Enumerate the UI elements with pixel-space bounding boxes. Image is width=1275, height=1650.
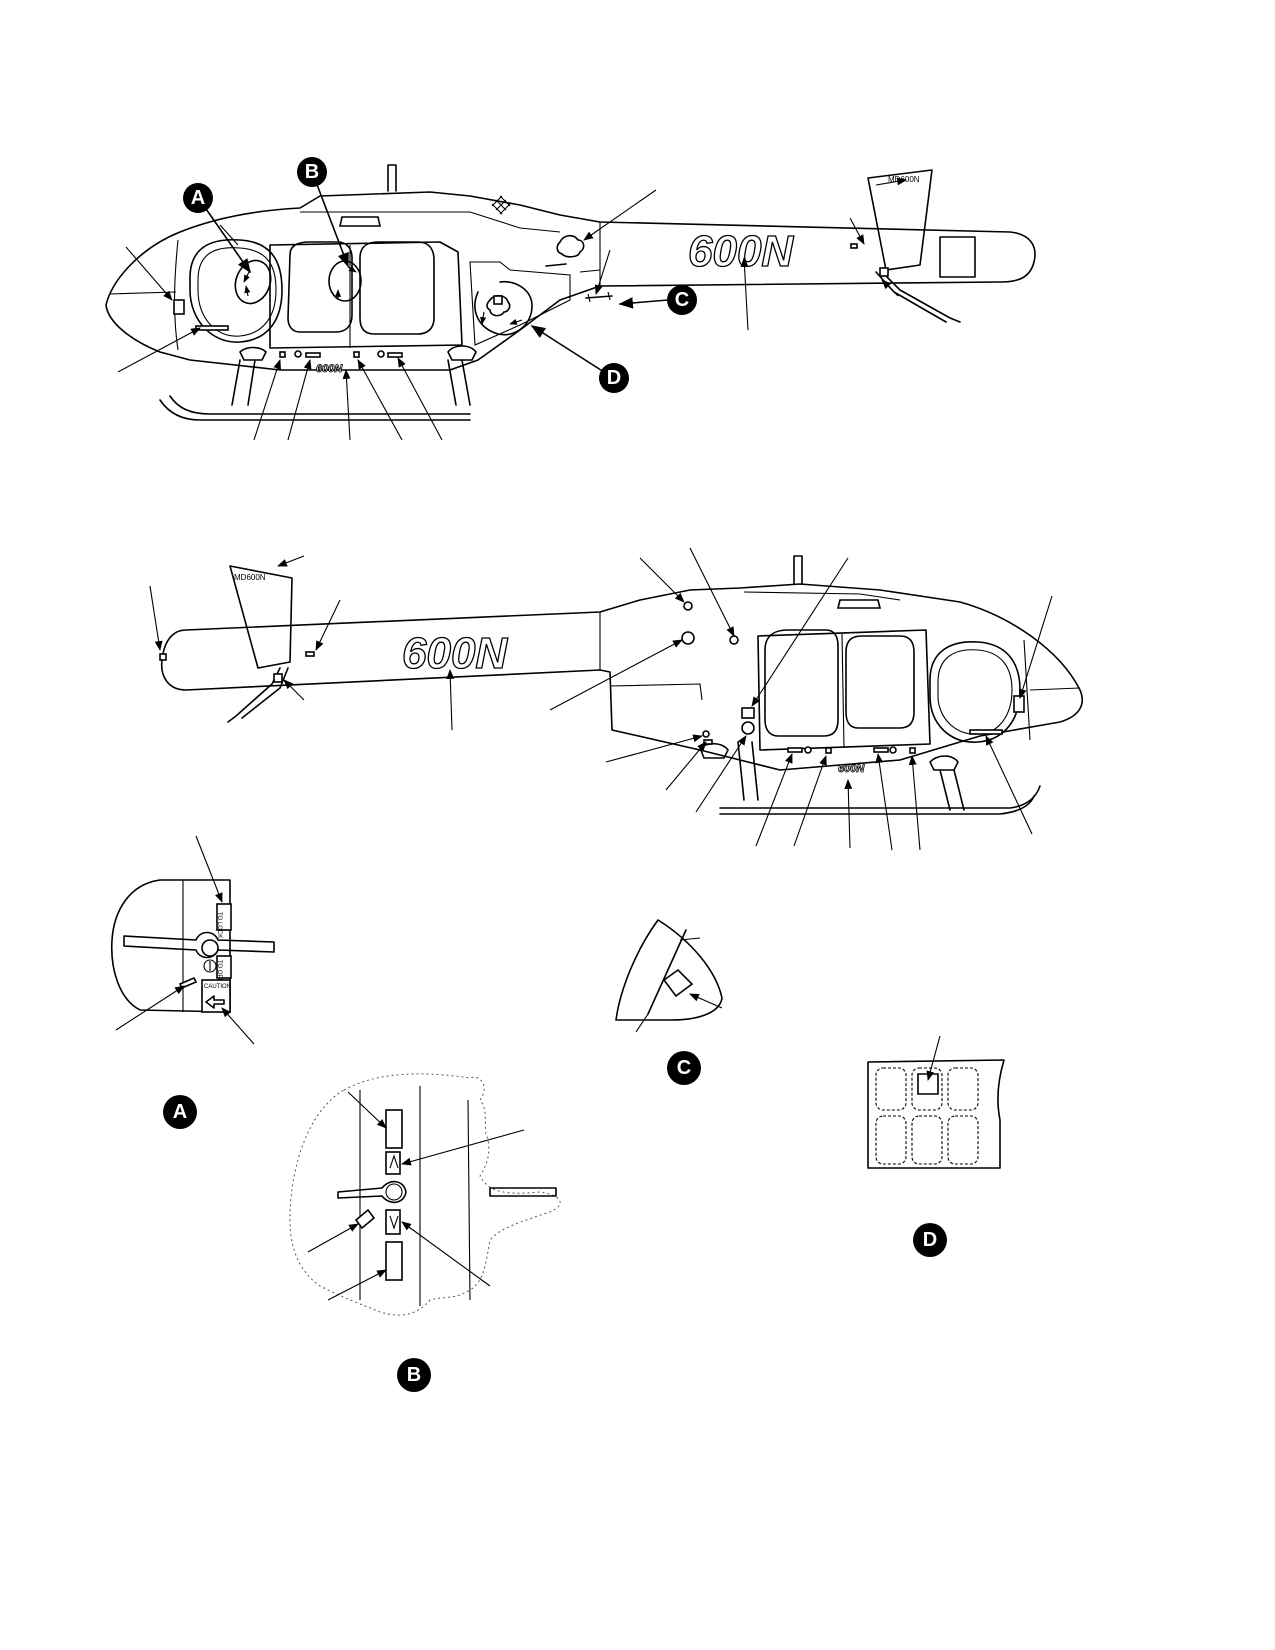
cabin-logo: 600N bbox=[316, 363, 343, 375]
callout-a-label: A bbox=[191, 187, 205, 209]
cabin-logo-right: 600N bbox=[838, 763, 865, 775]
detail-d-label: D bbox=[923, 1229, 937, 1251]
callout-c-badge bbox=[667, 285, 697, 315]
detail-a-label: A bbox=[173, 1101, 187, 1123]
callout-a-badge bbox=[183, 183, 213, 213]
detail-c: C bbox=[615, 919, 723, 1085]
helicopter-right-side-view: 600N MD600N bbox=[149, 547, 1084, 851]
detail-d: D bbox=[867, 1035, 1005, 1257]
helicopter-left-side-view: 600N MD600N 600N bbox=[105, 157, 1036, 441]
boom-model-marking: 600N bbox=[688, 227, 794, 276]
boom-model-marking-right: 600N bbox=[402, 629, 508, 678]
callout-d-badge bbox=[599, 363, 629, 393]
grille-icon bbox=[491, 195, 511, 215]
detail-d-badge bbox=[913, 1223, 947, 1257]
callout-c-label: C bbox=[675, 289, 689, 311]
detail-b-label: B bbox=[407, 1364, 421, 1386]
caution-text: CAUTION bbox=[204, 984, 231, 990]
detail-b-badge bbox=[397, 1358, 431, 1392]
callout-b-badge bbox=[297, 157, 327, 187]
detail-b: B bbox=[289, 1073, 561, 1392]
detail-c-label: C bbox=[677, 1057, 691, 1079]
to-lock-text: TO LOCK bbox=[216, 912, 222, 938]
detail-c-badge bbox=[667, 1051, 701, 1085]
callout-b-label: B bbox=[305, 161, 319, 183]
fin-tail-marking-right: MD600N bbox=[234, 573, 266, 582]
detail-a: TO LOCK TO OPEN CAUTION A bbox=[110, 835, 275, 1129]
callout-d-label: D bbox=[607, 367, 621, 389]
detail-a-badge bbox=[163, 1095, 197, 1129]
to-open-text: TO OPEN bbox=[216, 960, 222, 987]
